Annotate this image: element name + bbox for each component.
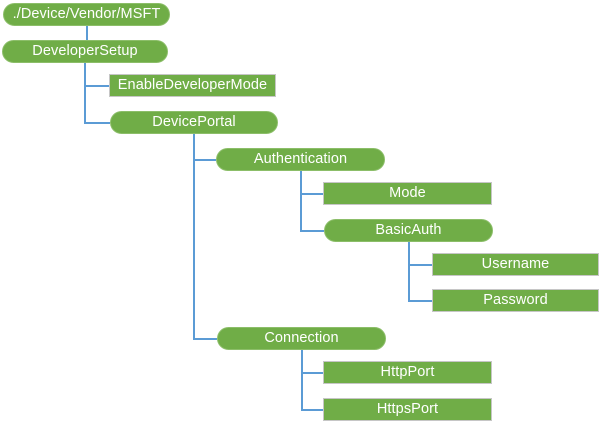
node-username: Username — [432, 253, 599, 276]
connector-branch-enabledevelopermode — [84, 85, 109, 87]
connector-stem-authentication — [300, 171, 302, 232]
connector-branch-httpsport — [301, 409, 323, 411]
node-authentication: Authentication — [216, 148, 385, 171]
node-httpport: HttpPort — [323, 361, 492, 384]
node-developersetup: DeveloperSetup — [2, 40, 168, 63]
node-deviceportal: DevicePortal — [110, 111, 278, 134]
node-connection: Connection — [217, 327, 386, 350]
node-httpsport: HttpsPort — [323, 398, 492, 421]
connector-branch-httpport — [301, 372, 323, 374]
node-basicauth: BasicAuth — [324, 219, 493, 242]
connector-branch-deviceportal — [84, 122, 110, 124]
connector-stem-deviceportal — [193, 134, 195, 340]
connector-stem-developersetup — [84, 63, 86, 124]
node-root: ./Device/Vendor/MSFT — [3, 3, 170, 26]
connector-branch-authentication — [193, 159, 216, 161]
connector-root-developersetup — [86, 26, 88, 40]
connector-stem-connection — [301, 350, 303, 411]
node-enabledevelopermode: EnableDeveloperMode — [109, 74, 276, 97]
node-password: Password — [432, 289, 599, 312]
connector-branch-password — [408, 300, 432, 302]
node-mode: Mode — [323, 182, 492, 205]
connector-branch-connection — [193, 338, 217, 340]
connector-branch-username — [408, 264, 432, 266]
connector-stem-basicauth — [408, 242, 410, 302]
connector-branch-mode — [300, 193, 323, 195]
connector-branch-basicauth — [300, 230, 324, 232]
